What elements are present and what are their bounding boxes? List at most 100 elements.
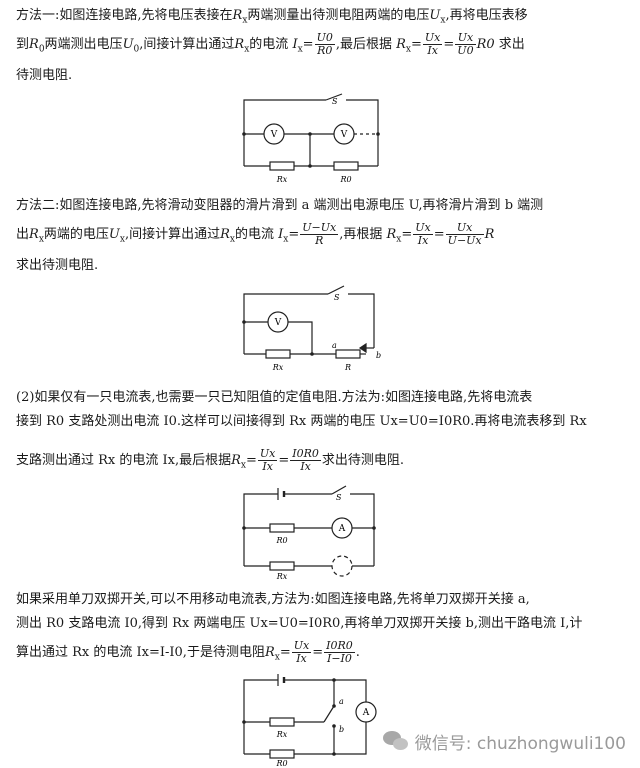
- part2-paragraph: (2)如果仅有一只电流表,也需要一只已知阻值的定值电阻.方法为:如图连接电路,先…: [16, 388, 624, 474]
- resistor-label-1: R0: [275, 536, 287, 545]
- text: 算出通过 Rx 的电流 Ix=I-I0,于是待测电阻: [16, 645, 265, 660]
- terminal-a: a: [339, 697, 344, 706]
- text: 两端的电压: [43, 227, 109, 242]
- sub: x: [38, 234, 44, 245]
- sub: 0: [38, 44, 45, 55]
- text: ,间接计算出通过: [124, 227, 221, 242]
- text: 待测电阻.: [16, 68, 73, 83]
- text: 两端测量出待测电阻两端的电压: [247, 8, 430, 23]
- switch-label: S: [334, 293, 340, 302]
- voltmeter-1: V: [270, 130, 278, 140]
- var: R: [220, 227, 230, 242]
- resistor-label-1: Rx: [276, 730, 288, 739]
- sub: x: [440, 15, 446, 26]
- sub: x: [242, 15, 248, 26]
- terminal-a: a: [332, 341, 337, 350]
- watermark-text: 微信号: chuzhongwuli100: [414, 734, 626, 754]
- part3-paragraph: 如果采用单刀双掷开关,可以不用移动电流表,方法为:如图连接电路,先将单刀双掷开关…: [16, 590, 624, 674]
- part3-line1: 如果采用单刀双掷开关,可以不用移动电流表,方法为:如图连接电路,先将单刀双掷开关…: [16, 590, 530, 610]
- method1-line3: 待测电阻.: [16, 66, 72, 86]
- resistor-label-2: R0: [275, 759, 287, 766]
- formula-lhs: R: [396, 37, 406, 52]
- sub: x: [229, 234, 235, 245]
- text: 支路测出通过 Rx 的电流 Ix,最后根据: [16, 453, 232, 468]
- text: 的电流: [249, 37, 289, 52]
- text: ,最后根据: [335, 37, 392, 52]
- text: 如果采用单刀双掷开关,可以不用移动电流表,方法为:如图连接电路,先将单刀双掷开关…: [16, 592, 530, 607]
- text: ,再将电压表移: [445, 8, 528, 23]
- text: .: [355, 645, 360, 660]
- var: R: [29, 37, 39, 52]
- method2-paragraph: 方法二:如图连接电路,先将滑动变阻器的滑片滑到 a 端测出电源电压 U,再将滑片…: [16, 196, 624, 276]
- text: 接到 R0 支路处测出电流 I0.这样可以间接得到 Rx 两端的电压 Ux=U0…: [16, 414, 587, 429]
- text: (2)如果仅有一只电流表,也需要一只已知阻值的定值电阻.方法为:如图连接电路,先…: [16, 390, 533, 405]
- watermark: 微信号: chuzhongwuli100: [382, 729, 626, 754]
- wechat-icon: [382, 730, 409, 753]
- var: R: [29, 227, 39, 242]
- voltmeter: V: [274, 318, 282, 328]
- method2-line1: 方法二:如图连接电路,先将滑动变阻器的滑片滑到 a 端测出电源电压 U,再将滑片…: [16, 196, 543, 216]
- var: R: [234, 37, 245, 52]
- sub: x: [244, 44, 250, 55]
- text: 求出: [498, 37, 525, 52]
- resistor-label-1: Rx: [272, 363, 284, 372]
- var: U: [108, 227, 120, 242]
- part2-line2: 接到 R0 支路处测出电流 I0.这样可以间接得到 Rx 两端的电压 Ux=U0…: [16, 412, 587, 432]
- terminal-b: b: [339, 725, 344, 734]
- var: R: [232, 8, 243, 23]
- switch-label: S: [332, 97, 338, 106]
- formula-lhs: I: [292, 37, 298, 52]
- text: 出: [16, 227, 30, 242]
- resistor-label-2: R: [344, 363, 351, 372]
- circuit-diagram-3: S A R0 Rx: [242, 485, 376, 580]
- part2-line1: (2)如果仅有一只电流表,也需要一只已知阻值的定值电阻.方法为:如图连接电路,先…: [16, 388, 532, 408]
- sub: x: [297, 44, 303, 55]
- voltmeter-2: V: [340, 130, 348, 140]
- circuit-diagram-2: S V Rx R a b: [242, 285, 381, 372]
- ammeter: A: [362, 708, 370, 718]
- method1-line1: 方法一:如图连接电路,先将电压表接在Rx两端测量出待测电阻两端的电压Ux,再将电…: [16, 6, 528, 31]
- switch-label: S: [336, 493, 342, 502]
- text: 到: [16, 37, 30, 52]
- var: R0: [476, 37, 495, 52]
- method1-paragraph: 方法一:如图连接电路,先将电压表接在Rx两端测量出待测电阻两端的电压Ux,再将电…: [16, 6, 624, 86]
- var: U: [429, 8, 441, 23]
- circuit-diagram-1: S V V Rx R0: [242, 93, 380, 184]
- resistor-label-2: R0: [339, 175, 351, 184]
- resistor-label-1: Rx: [276, 175, 288, 184]
- text: 两端测出电压: [44, 37, 123, 52]
- text: 测出 R0 支路电流 I0,得到 Rx 两端电压 Ux=U0=I0R0,再将单刀…: [16, 616, 583, 631]
- var: R: [484, 227, 495, 242]
- sub: x: [405, 44, 411, 55]
- circuit-diagram-4: A Rx R0 a b: [242, 674, 377, 766]
- method2-line3: 求出待测电阻.: [16, 256, 98, 276]
- text: 求出待测电阻.: [16, 258, 99, 273]
- text: 方法一:如图连接电路,先将电压表接在: [16, 8, 233, 23]
- resistor-label-2: Rx: [276, 572, 288, 580]
- text: 的电流: [234, 227, 274, 242]
- part3-line2: 测出 R0 支路电流 I0,得到 Rx 两端电压 Ux=U0=I0R0,再将单刀…: [16, 614, 582, 634]
- sub: 0: [133, 44, 140, 55]
- sub: x: [119, 234, 125, 245]
- ammeter: A: [338, 524, 346, 534]
- text: ,间接计算出通过: [139, 37, 235, 52]
- text: ,再根据: [339, 227, 383, 242]
- terminal-b: b: [376, 351, 381, 360]
- text: 方法二:如图连接电路,先将滑动变阻器的滑片滑到 a 端测出电源电压 U,再将滑片…: [16, 198, 544, 213]
- var: U: [122, 37, 134, 52]
- text: 求出待测电阻.: [321, 453, 405, 468]
